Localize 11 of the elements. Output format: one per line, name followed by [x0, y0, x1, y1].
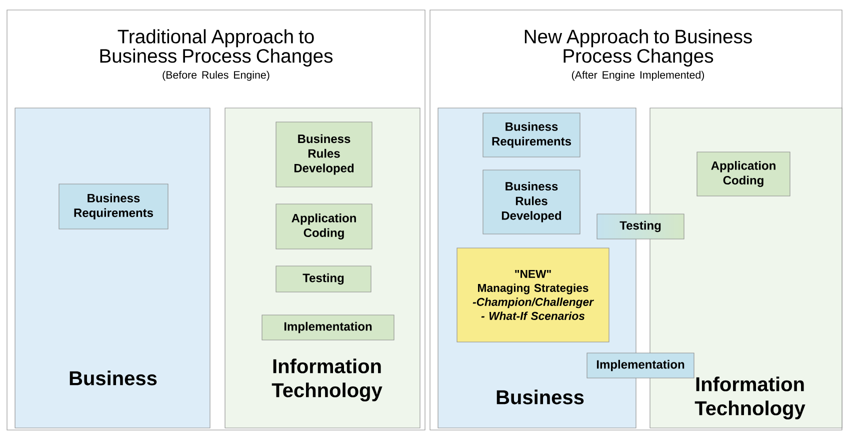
process-box: Application Coding	[276, 204, 372, 250]
process-box: Testing	[276, 266, 372, 292]
process-box: Business Rules Developed	[276, 122, 372, 188]
process-box: Business Requirements	[482, 112, 580, 158]
process-box: Business Requirements	[58, 184, 168, 230]
process-box: Implementation	[262, 314, 394, 340]
process-box: Testing	[596, 214, 684, 240]
process-box: Implementation	[586, 352, 694, 378]
process-box: Application Coding	[696, 152, 790, 196]
strategy-box: "NEW" Managing Strategies -Champion/Challenger - What-If Scenarios	[456, 248, 610, 342]
process-box: Business Rules Developed	[482, 170, 580, 234]
